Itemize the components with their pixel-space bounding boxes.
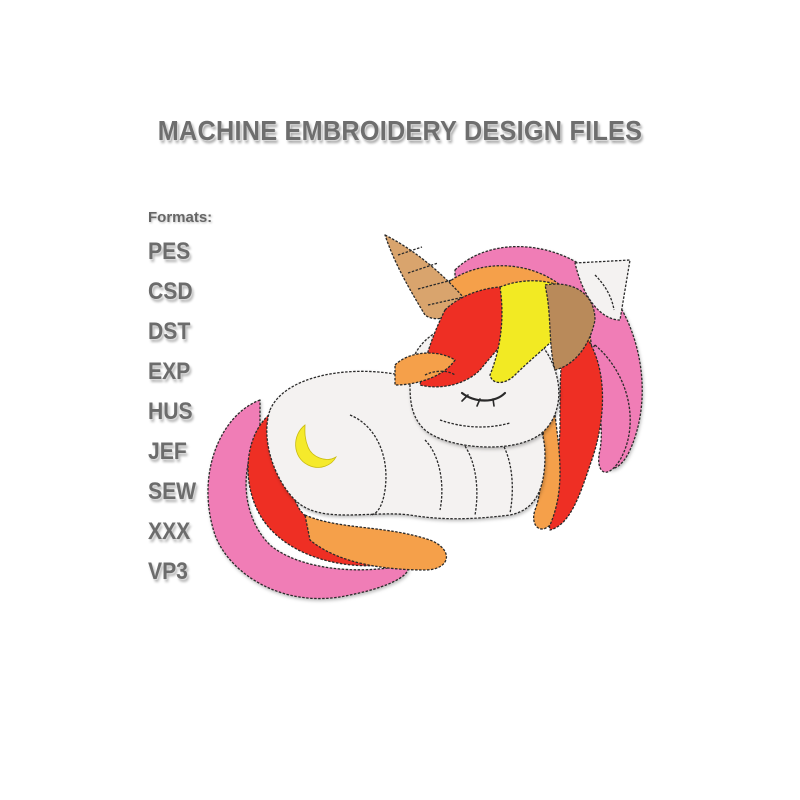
format-item: DST [148, 318, 191, 345]
mane-right-red [548, 334, 604, 531]
format-item: XXX [148, 518, 191, 545]
format-item: HUS [148, 398, 193, 425]
tail-orange [304, 514, 448, 571]
upper-eye-line [424, 370, 456, 376]
leg-line-2 [459, 439, 478, 516]
horn-ridge-1 [397, 246, 423, 256]
unicorn-horn [384, 234, 471, 320]
format-item: VP3 [148, 558, 188, 585]
unicorn-ear [574, 259, 631, 321]
formats-list: PES CSD DST EXP HUS JEF SEW XXX VP3 [148, 232, 208, 592]
format-item: CSD [148, 278, 193, 305]
mane-right-orange [533, 414, 561, 530]
eyelash-1 [461, 394, 469, 402]
format-item: SEW [148, 478, 197, 505]
page-title: MACHINE EMBROIDERY DESIGN FILES [157, 115, 643, 146]
snout-line [439, 419, 511, 428]
format-item: PES [148, 238, 191, 265]
tail-pink [207, 399, 409, 600]
closed-eye [460, 391, 507, 402]
horn-ridge-4 [427, 296, 465, 306]
horn-ridge-2 [407, 262, 439, 274]
format-item: JEF [148, 438, 187, 465]
sleeping-unicorn-illustration [207, 234, 643, 600]
eyelash-3 [492, 398, 495, 407]
forelock-tan [544, 283, 596, 371]
format-item: EXP [148, 358, 191, 385]
haunch-line [349, 414, 387, 516]
crescent-moon-icon [295, 424, 337, 468]
formats-label: Formats: [148, 209, 213, 226]
horn-ridge-3 [417, 279, 453, 290]
eyelash-2 [476, 398, 481, 407]
forelock-orange [394, 352, 456, 386]
leg-line-1 [424, 439, 443, 511]
ear-inner-line [594, 274, 615, 311]
